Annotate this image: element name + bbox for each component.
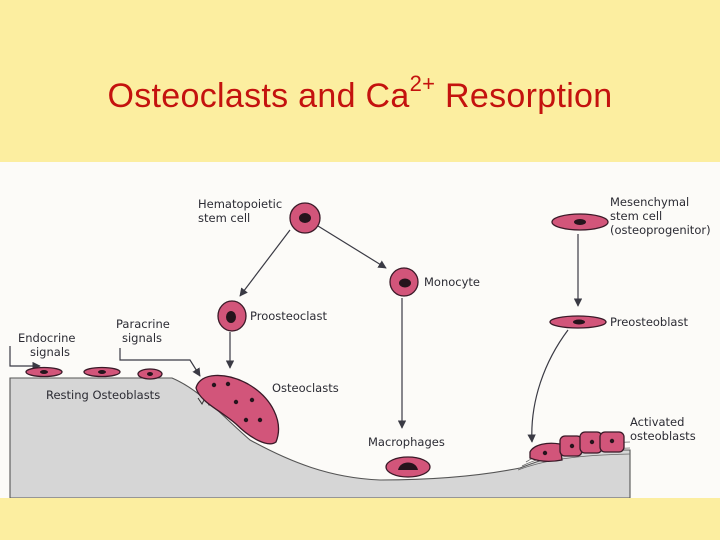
preosteoblast-cell xyxy=(549,315,607,329)
arrow-stem-to-monocyte xyxy=(317,225,387,269)
hematopoietic-stem-cell xyxy=(289,202,321,234)
activated-osteoblasts xyxy=(529,431,625,462)
monocyte-cell xyxy=(389,267,419,297)
label-hematopoietic-1: Hematopoietic xyxy=(198,197,282,211)
title-end: Resorption xyxy=(435,77,613,115)
macrophage-cell xyxy=(385,456,431,478)
label-macrophages: Macrophages xyxy=(368,435,445,449)
label-monocyte: Monocyte xyxy=(424,275,480,289)
label-resting-osteoblasts: Resting Osteoblasts xyxy=(46,388,160,402)
label-endocrine-2: signals xyxy=(30,345,70,359)
osteoclast-cell xyxy=(195,374,280,445)
figure-panel: Hematopoietic stem cell Monocyte Prooste… xyxy=(0,162,720,498)
paracrine-bracket xyxy=(119,348,201,377)
arrow-stem-to-proosteoclast xyxy=(239,229,291,297)
label-proosteoclast: Proosteoclast xyxy=(250,309,327,323)
mesenchymal-stem-cell xyxy=(551,213,609,231)
label-mesenchymal-2: stem cell xyxy=(610,209,662,223)
label-activated-2: osteoblasts xyxy=(630,429,696,443)
proosteoclast-cell xyxy=(217,300,247,332)
label-activated-1: Activated xyxy=(630,415,684,429)
label-hematopoietic-2: stem cell xyxy=(198,211,250,225)
slide-title: Osteoclasts and Ca2+ Resorption xyxy=(0,66,720,126)
label-paracrine-2: signals xyxy=(122,331,162,345)
label-endocrine-1: Endocrine xyxy=(18,331,76,345)
label-preosteoblast: Preosteoblast xyxy=(610,315,688,329)
label-mesenchymal-3: (osteoprogenitor) xyxy=(610,223,711,237)
label-osteoclasts: Osteoclasts xyxy=(272,381,339,395)
bone-remodeling-diagram: Hematopoietic stem cell Monocyte Prooste… xyxy=(9,195,711,498)
arrow-preosteoblast-to-activated xyxy=(527,329,569,443)
resting-osteoblasts xyxy=(25,366,163,380)
label-paracrine-1: Paracrine xyxy=(116,317,170,331)
title-main: Osteoclasts and Ca xyxy=(107,77,410,115)
title-superscript: 2+ xyxy=(409,71,436,96)
label-mesenchymal-1: Mesenchymal xyxy=(610,195,689,209)
endocrine-bracket xyxy=(9,346,41,371)
